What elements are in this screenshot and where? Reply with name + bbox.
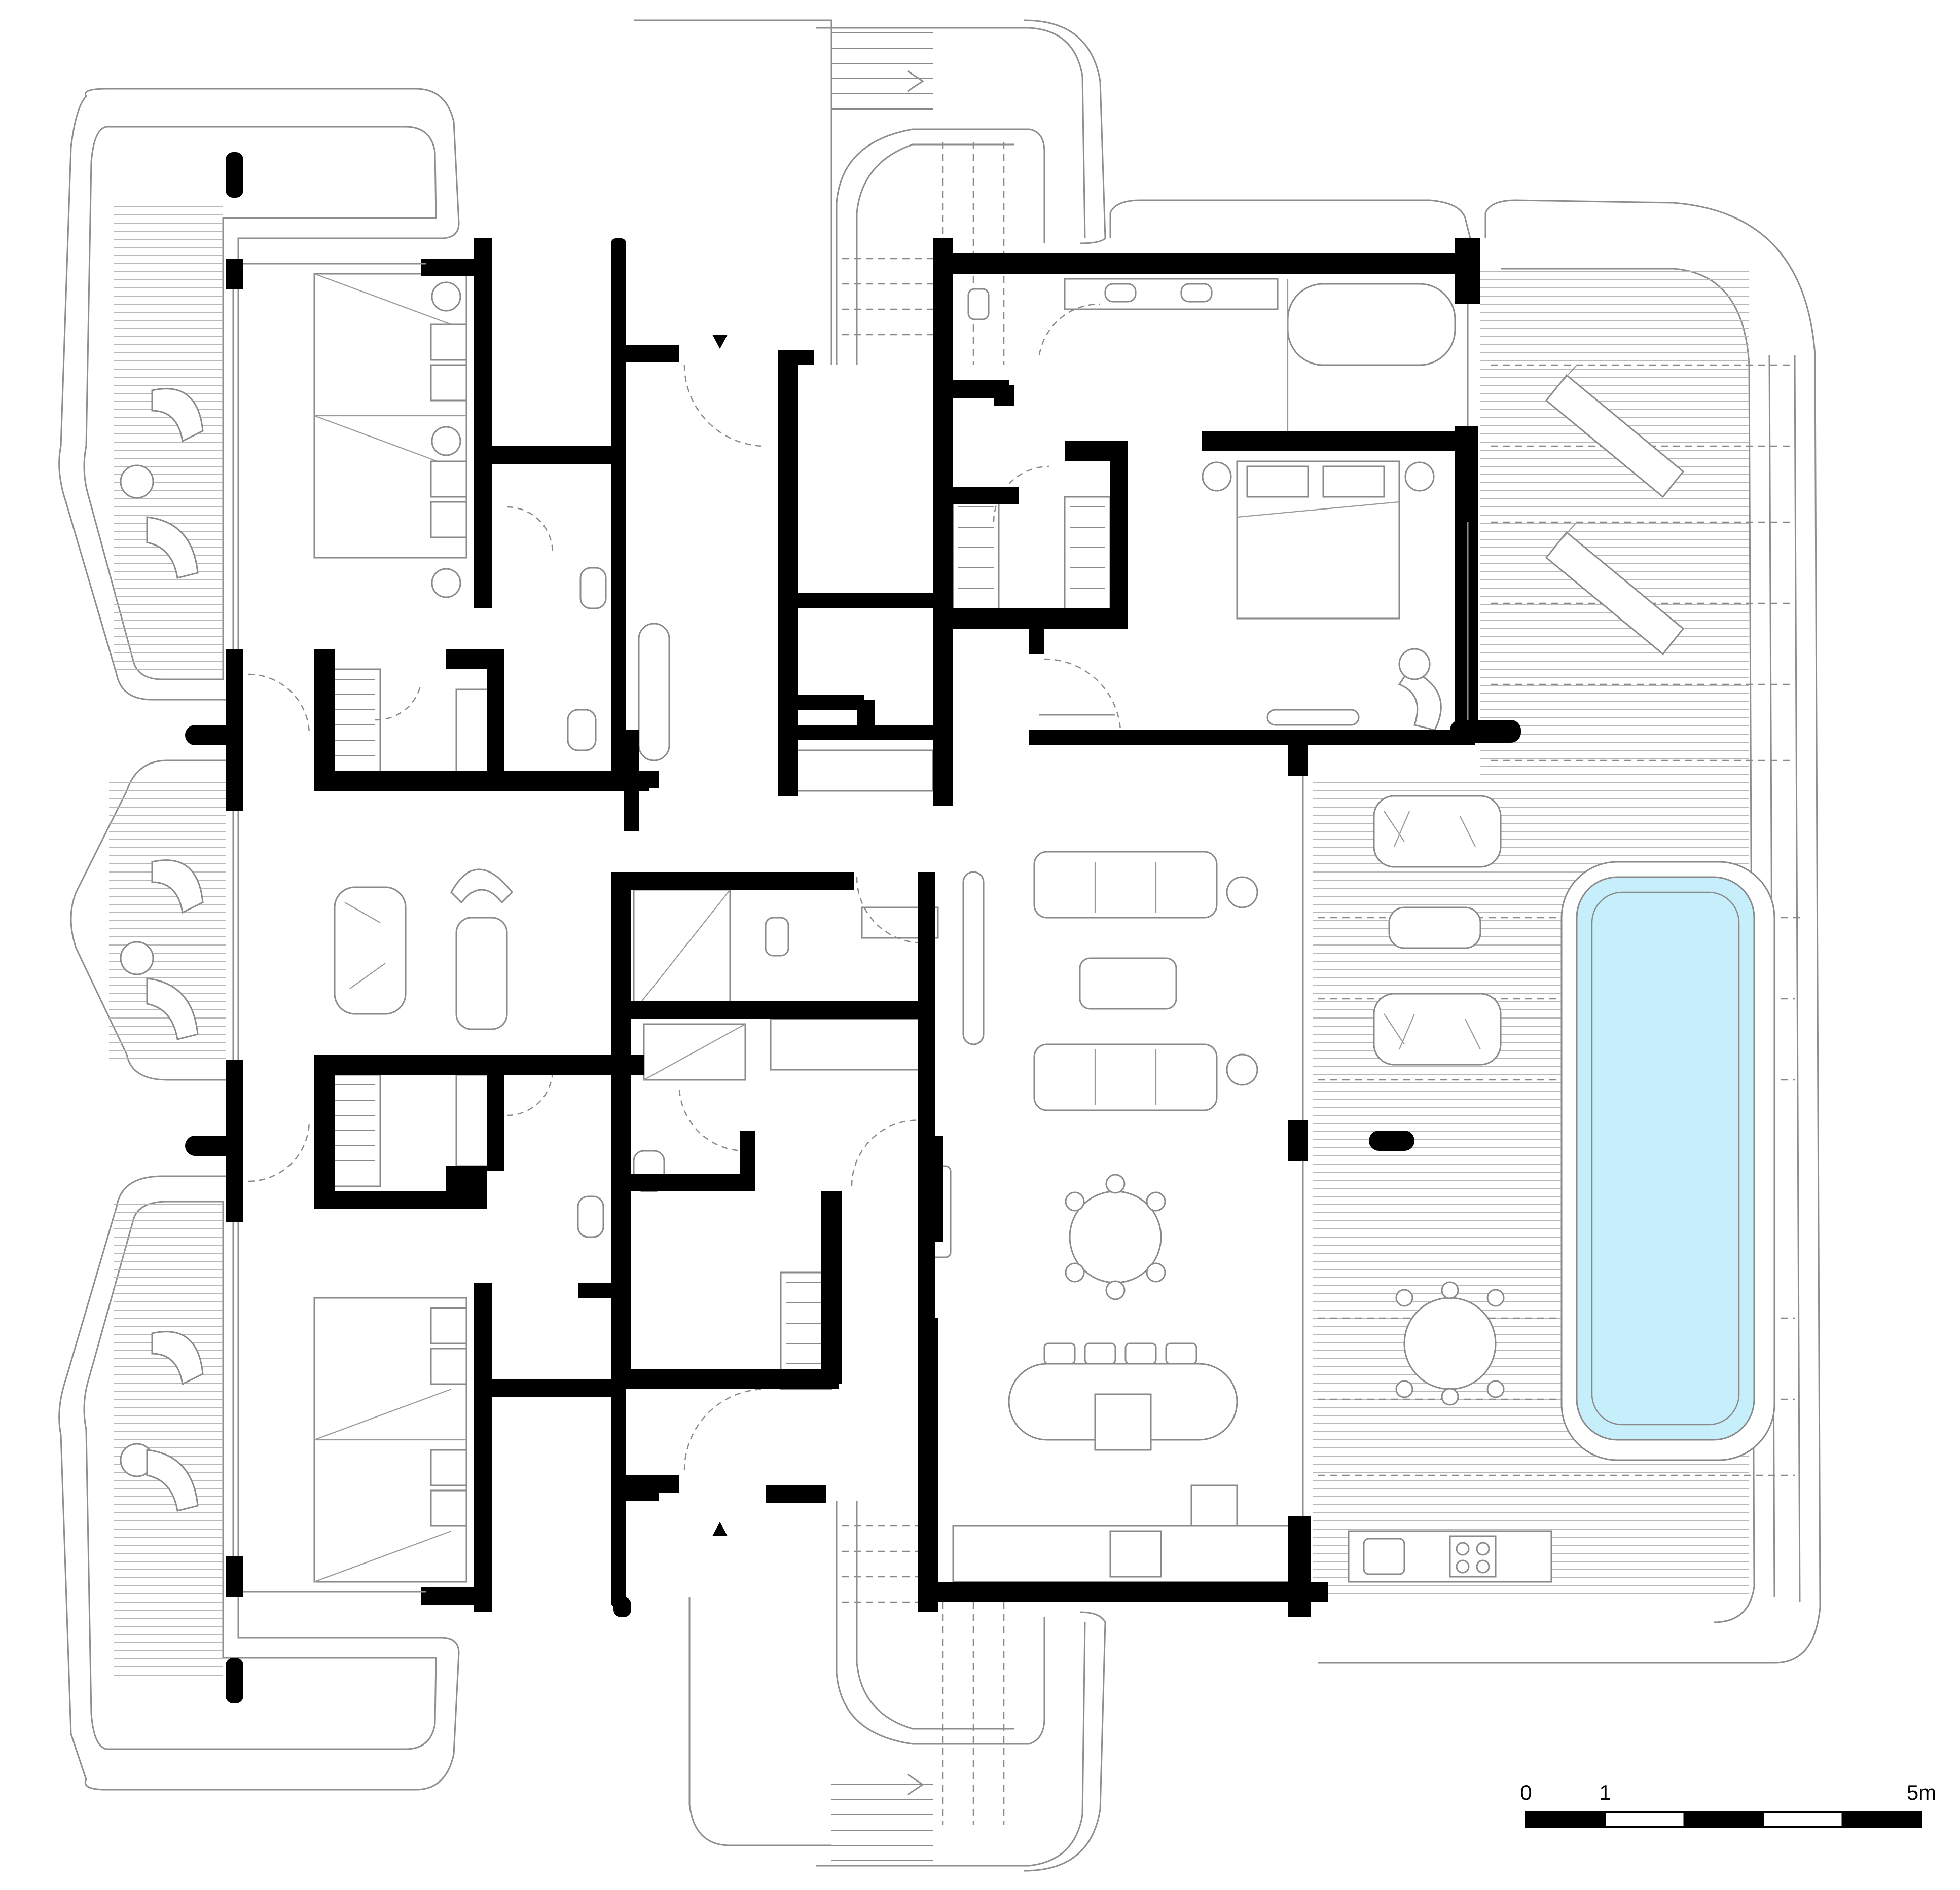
- showers: [633, 889, 746, 1081]
- bedroom-2-furniture: [313, 1297, 467, 1583]
- scale-label-0: 0: [1520, 1780, 1532, 1804]
- swimming-pool: [1576, 876, 1755, 1441]
- bottom-stair-balcony: [688, 1501, 1106, 1872]
- terrace-living-deck: [1313, 776, 1480, 1602]
- terrace-bottom-left-outline: [58, 1175, 460, 1791]
- top-stair-balcony: [634, 19, 1106, 365]
- entry-arrows: [712, 335, 728, 1536]
- living-room-furniture: [952, 851, 1309, 1583]
- left-terraces: [58, 88, 460, 1791]
- scale-bar-segment: [1762, 1811, 1843, 1828]
- bedroom-1-furniture: [313, 273, 467, 598]
- scale-label-5m: 5m: [1907, 1780, 1936, 1804]
- master-ensuite-fixtures: [967, 278, 1456, 431]
- scale-bar-segment: [1683, 1811, 1764, 1828]
- master-bedroom-furniture: [1202, 460, 1442, 731]
- terrace-top-left-deck: [114, 200, 223, 677]
- scale-bar-segment: [1841, 1811, 1922, 1828]
- door-swings: [248, 303, 1121, 1471]
- outdoor-kitchen: [1348, 1530, 1552, 1583]
- family-room-furniture: [334, 868, 513, 1030]
- triangle-down-icon: [712, 335, 728, 349]
- scale-bar-segment: [1604, 1811, 1685, 1828]
- terrace-furniture: [1369, 795, 1505, 1406]
- triangle-up-icon: [712, 1522, 728, 1536]
- terrace-mid-left-deck: [109, 781, 226, 1065]
- scale-label-1: 1: [1599, 1780, 1611, 1804]
- sun-loungers: [1545, 365, 1685, 656]
- right-terrace: [1109, 199, 1821, 1664]
- interior-furniture: [248, 273, 1456, 1583]
- terrace-bottom-left-deck: [114, 1202, 223, 1678]
- terrace-mid-left-outline: [70, 759, 239, 1081]
- glazing: [232, 263, 1469, 1593]
- scale-bar-segments: [1525, 1811, 1922, 1828]
- scale-bar-segment: [1525, 1811, 1606, 1828]
- terrace-chairs-left: [120, 388, 204, 1512]
- terrace-top-left-outline: [58, 88, 460, 701]
- scale-bar: 0 1 5m: [1520, 1780, 1936, 1828]
- structural-walls: [185, 152, 1521, 1703]
- top-balcony-outline: [634, 19, 1106, 365]
